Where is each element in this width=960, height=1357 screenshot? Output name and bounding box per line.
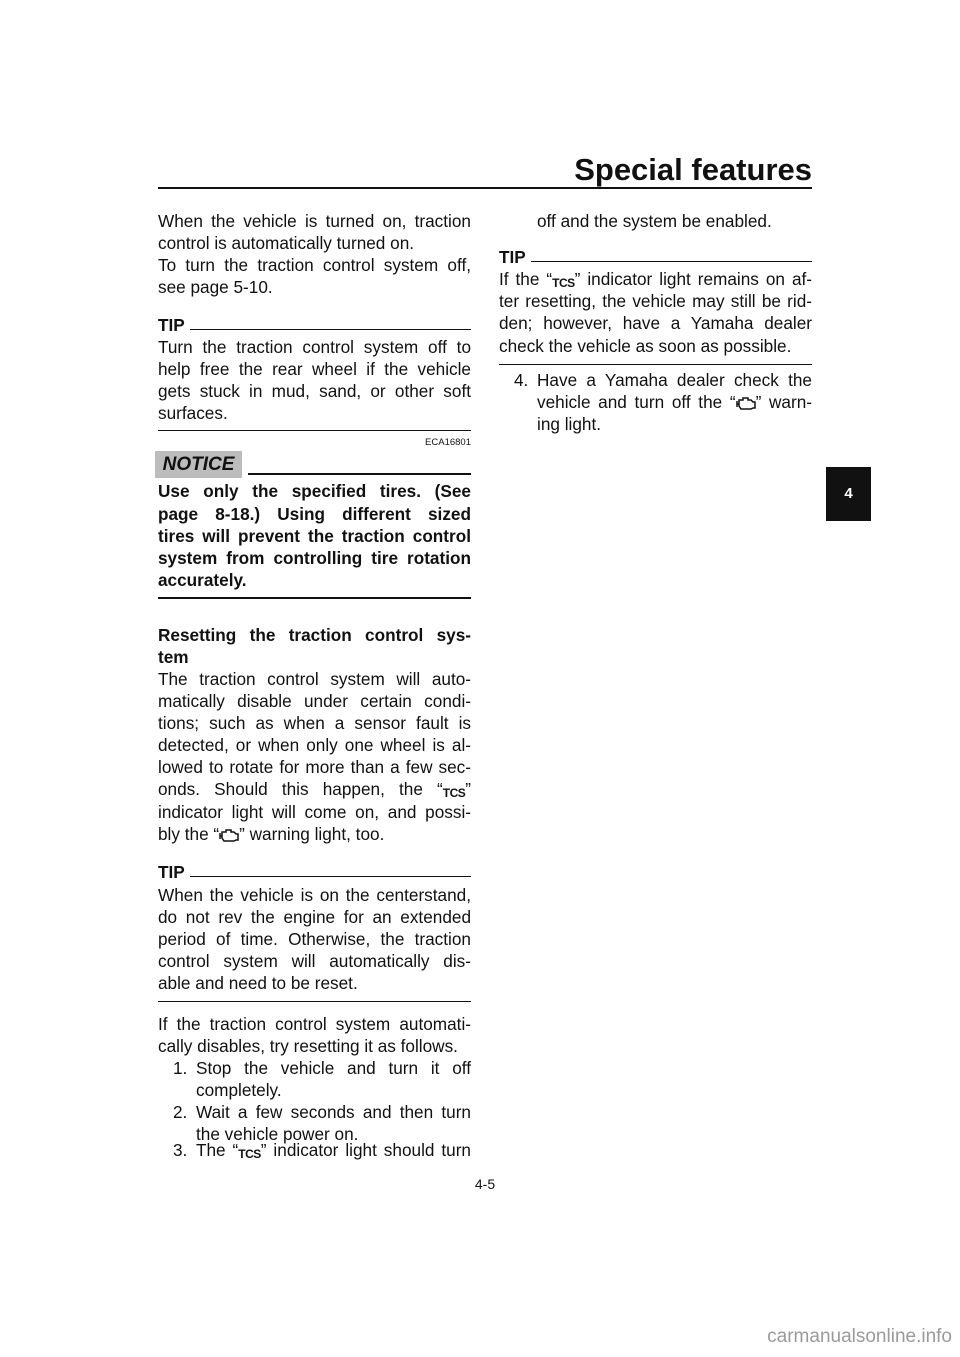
page-title: Special features xyxy=(574,152,812,187)
text-line: den; however, have a Yamaha dealer xyxy=(499,313,812,333)
notice-line: tires will prevent the traction control xyxy=(158,526,471,546)
step-line: Stop the vehicle and turn it off xyxy=(196,1058,471,1078)
text-line: indicator light will come on, and possi- xyxy=(158,802,471,822)
text-line: detected, or when only one wheel is al- xyxy=(158,735,471,755)
text: ” indicator light remains on af- xyxy=(574,269,813,289)
step-line: The “TCS” indicator light should turn xyxy=(196,1139,471,1161)
text: ” warn- xyxy=(755,392,812,412)
step-line: vehicle and turn off the “ ” warn- xyxy=(537,391,812,413)
text-line: surfaces. xyxy=(158,403,228,423)
text-line: To turn the traction control system off, xyxy=(158,255,471,275)
notice-rule xyxy=(248,473,471,475)
notice-line: accurately. xyxy=(158,570,247,590)
text: bly the “ xyxy=(158,824,220,844)
section-heading: Resetting the traction control sys- xyxy=(158,625,471,645)
text-line: bly the “ ” warning light, too. xyxy=(158,823,471,845)
text-line: do not rev the engine for an extended xyxy=(158,907,471,927)
header-rule xyxy=(158,187,812,189)
text-line: control is automatically turned on. xyxy=(158,233,415,253)
text: ” warning light, too. xyxy=(239,824,385,844)
step-number: 1. xyxy=(173,1058,188,1078)
text-line: see page 5-10. xyxy=(158,277,273,297)
tcs-indicator-icon: TCS xyxy=(238,1147,261,1161)
text-line: ter resetting, the vehicle may still be … xyxy=(499,291,812,311)
tcs-indicator-icon: TCS xyxy=(552,276,575,290)
text: ” indicator light should turn xyxy=(260,1140,471,1160)
step-line: ing light. xyxy=(537,414,602,434)
tip-rule xyxy=(190,329,471,330)
caution-code: ECA16801 xyxy=(425,437,471,448)
page-number: 4-5 xyxy=(474,1176,496,1192)
step-number: 3. xyxy=(173,1140,188,1160)
chapter-tab: 4 xyxy=(826,467,871,521)
text-line: able and need to be reset. xyxy=(158,973,358,993)
text: vehicle and turn off the “ xyxy=(537,392,736,412)
notice-badge: NOTICE xyxy=(155,451,242,478)
tip-end-rule xyxy=(158,1001,471,1002)
text: If the “ xyxy=(499,269,553,289)
tip-end-rule xyxy=(499,364,812,365)
text-line: gets stuck in mud, sand, or other soft xyxy=(158,381,471,401)
text: The “ xyxy=(196,1140,239,1160)
text-line: period of time. Otherwise, the traction xyxy=(158,929,471,949)
section-heading: tem xyxy=(158,647,189,667)
text-line: If the “TCS” indicator light remains on … xyxy=(499,268,812,290)
notice-end-rule xyxy=(158,597,471,599)
text-line: matically disable under certain condi- xyxy=(158,691,471,711)
step-line: completely. xyxy=(196,1080,282,1100)
tcs-indicator-icon: TCS xyxy=(442,786,466,800)
text: ” xyxy=(465,779,471,799)
tip-rule xyxy=(190,876,471,877)
text-line: The traction control system will auto- xyxy=(158,669,471,689)
text-line: control system will automatically dis- xyxy=(158,951,471,971)
notice-line: Use only the specified tires. (See xyxy=(158,481,471,501)
step-line: Have a Yamaha dealer check the xyxy=(537,370,812,390)
text: onds. Should this happen, the “ xyxy=(158,779,443,799)
step-number: 4. xyxy=(514,370,529,390)
engine-warning-icon xyxy=(735,397,756,410)
text-line: check the vehicle as soon as possible. xyxy=(499,336,792,356)
tip-label: TIP xyxy=(158,315,185,335)
tip-rule xyxy=(531,261,812,262)
step-line: the vehicle power on. xyxy=(196,1124,359,1144)
text-line: help free the rear wheel if the vehicle xyxy=(158,359,471,379)
notice-line: system from controlling tire rotation xyxy=(158,548,471,568)
text-line: When the vehicle is turned on, traction xyxy=(158,211,471,231)
text-line: lowed to rotate for more than a few sec- xyxy=(158,757,471,777)
text-line: onds. Should this happen, the “TCS” xyxy=(158,778,471,800)
step-line: off and the system be enabled. xyxy=(537,211,772,231)
text-line: tions; such as when a sensor fault is xyxy=(158,713,471,733)
text-line: cally disables, try resetting it as foll… xyxy=(158,1036,458,1056)
text-line: If the traction control system automati- xyxy=(158,1014,471,1034)
text-line: When the vehicle is on the centerstand, xyxy=(158,885,471,905)
watermark: carmanualsonline.info xyxy=(767,1326,952,1347)
tip-end-rule xyxy=(158,430,471,431)
step-number: 2. xyxy=(173,1102,188,1122)
tip-label: TIP xyxy=(499,247,526,267)
text-line: Turn the traction control system off to xyxy=(158,337,471,357)
notice-line: page 8-18.) Using different sized xyxy=(158,504,471,524)
engine-warning-icon xyxy=(219,829,239,842)
tip-label: TIP xyxy=(158,862,185,882)
step-line: Wait a few seconds and then turn xyxy=(196,1102,471,1122)
